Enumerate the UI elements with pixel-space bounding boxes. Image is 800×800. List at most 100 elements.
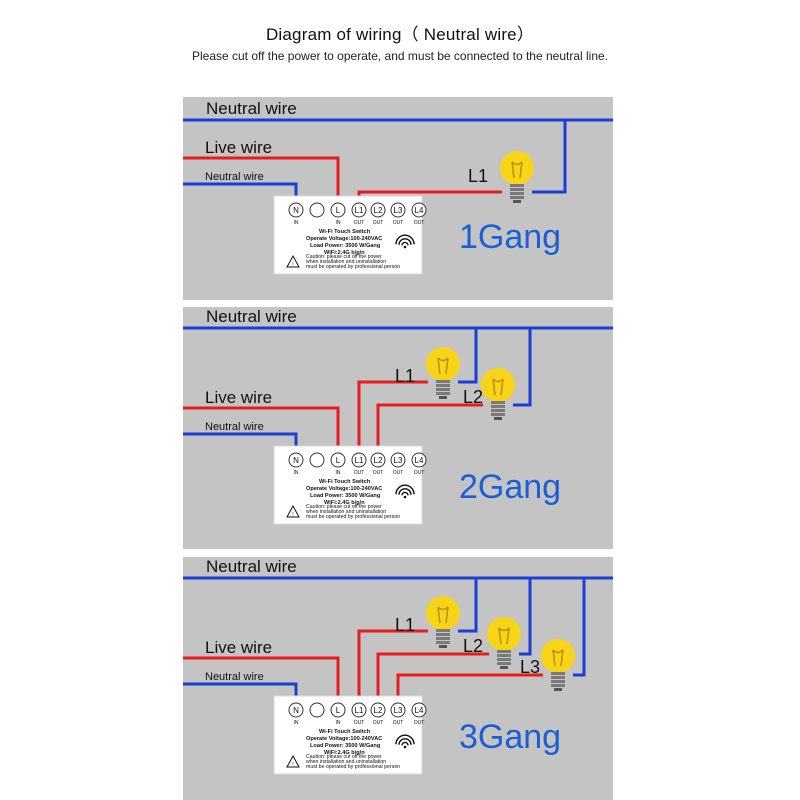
terminal-sub: OUT (373, 470, 384, 476)
terminal-label: L (336, 206, 341, 215)
bulb-base-ring (497, 654, 511, 657)
live-wire-label: Live wire (205, 388, 272, 407)
bulb-base-ring (551, 676, 565, 679)
switch-voltage: Operate Voltage:100-240VAC (306, 486, 382, 492)
bulb-tip (554, 688, 562, 691)
terminal-screw (330, 702, 346, 718)
bulb-glass (426, 596, 460, 630)
return-wire-l1 (458, 328, 478, 384)
caution-line: must be operated by professional person (306, 514, 400, 520)
bulb-tip (494, 417, 502, 420)
terminal-label: L3 (394, 206, 403, 215)
terminal-sub: OUT (393, 470, 404, 476)
bulb-base-ring (436, 392, 450, 395)
gang-label: 2Gang (459, 468, 561, 506)
gang-label: 1Gang (459, 218, 561, 256)
bulb-base-ring (436, 380, 450, 383)
bulb-base-ring (510, 196, 524, 199)
page-subtitle: Please cut off the power to operate, and… (191, 49, 609, 63)
warning-icon: ! (286, 504, 300, 518)
switch-title: Wi-Fi Touch Switch (319, 229, 371, 235)
live-wire (183, 406, 340, 452)
bulb-glass (500, 151, 534, 185)
terminal-screw (288, 202, 304, 218)
terminal-screw (351, 202, 367, 218)
terminal-label: L4 (415, 706, 424, 715)
bulb-tip (500, 666, 508, 669)
live-wire (183, 156, 340, 202)
terminal-sub: IN (336, 720, 341, 726)
terminal-sub: OUT (393, 720, 404, 726)
neutral-small-label: Neutral wire (205, 421, 264, 433)
bulb-base-ring (551, 684, 565, 687)
light-bulb-icon (500, 151, 534, 203)
terminal-sub: OUT (354, 470, 365, 476)
bulb-base-ring (436, 641, 450, 644)
terminal-sub: OUT (354, 220, 365, 226)
neutral-wire-label: Neutral wire (206, 557, 297, 576)
terminal-screw (330, 202, 346, 218)
bulb-tip (439, 645, 447, 648)
load-wire-l2 (376, 403, 483, 452)
wifi-icon (395, 234, 415, 249)
terminal-label: L3 (394, 456, 403, 465)
terminal-sub: OUT (393, 220, 404, 226)
switch-wifi: WiFi:2.4G b/g/n (324, 500, 365, 506)
return-wire-l1 (458, 578, 478, 633)
terminal-screw (330, 452, 346, 468)
neutral-small-label: Neutral wire (205, 171, 264, 183)
bulb-base-ring (436, 633, 450, 636)
return-wire-l1 (532, 120, 567, 194)
bulb-filament (437, 357, 449, 375)
terminal-sub: OUT (414, 720, 425, 726)
terminal-screw (370, 452, 386, 468)
bulb-base-ring (497, 650, 511, 653)
light-bulb-icon (487, 617, 521, 669)
switch-voltage: Operate Voltage:100-240VAC (306, 236, 382, 242)
caution-line: must be operated by professional person (306, 264, 400, 270)
bulb-filament (511, 161, 523, 179)
terminal-label: N (293, 456, 299, 465)
bulb-filament (552, 649, 564, 667)
terminal-sub: IN (294, 470, 299, 476)
load-wire-l1 (357, 629, 428, 702)
bulb-tip (513, 200, 521, 203)
terminal-label: L1 (355, 456, 364, 465)
caution-line: Caution: please cut off the power (306, 754, 382, 760)
caution-line: Caution: please cut off the power (306, 504, 382, 510)
neutral-small-label: Neutral wire (205, 671, 264, 683)
load-label-l1: L1 (395, 366, 415, 386)
terminal-label: L (336, 456, 341, 465)
caution-line: when installation and uninstallation (306, 759, 386, 765)
terminal-screw (390, 452, 406, 468)
caution-line: when installation and uninstallation (306, 509, 386, 515)
light-bulb-icon (426, 347, 460, 399)
terminal-screw (411, 202, 427, 218)
bulb-glass (541, 639, 575, 673)
switch-title: Wi-Fi Touch Switch (319, 729, 371, 735)
load-label-l2: L2 (463, 636, 483, 656)
load-label-l3: L3 (520, 657, 540, 677)
bulb-base-ring (551, 680, 565, 683)
terminal-label: L1 (355, 706, 364, 715)
terminal-label: L1 (355, 206, 364, 215)
terminal-label: L3 (394, 706, 403, 715)
live-wire-label: Live wire (205, 638, 272, 657)
bulb-base-ring (497, 658, 511, 661)
terminal-label: N (293, 706, 299, 715)
load-label-l2: L2 (463, 387, 483, 407)
light-bulb-icon (481, 368, 515, 420)
terminal-label: L4 (415, 206, 424, 215)
load-label-l1: L1 (468, 166, 488, 186)
bulb-base-ring (436, 629, 450, 632)
bulb-glass (487, 617, 521, 651)
load-wire-l1 (357, 380, 428, 452)
bulb-base-ring (436, 637, 450, 640)
bulb-base-ring (551, 672, 565, 675)
